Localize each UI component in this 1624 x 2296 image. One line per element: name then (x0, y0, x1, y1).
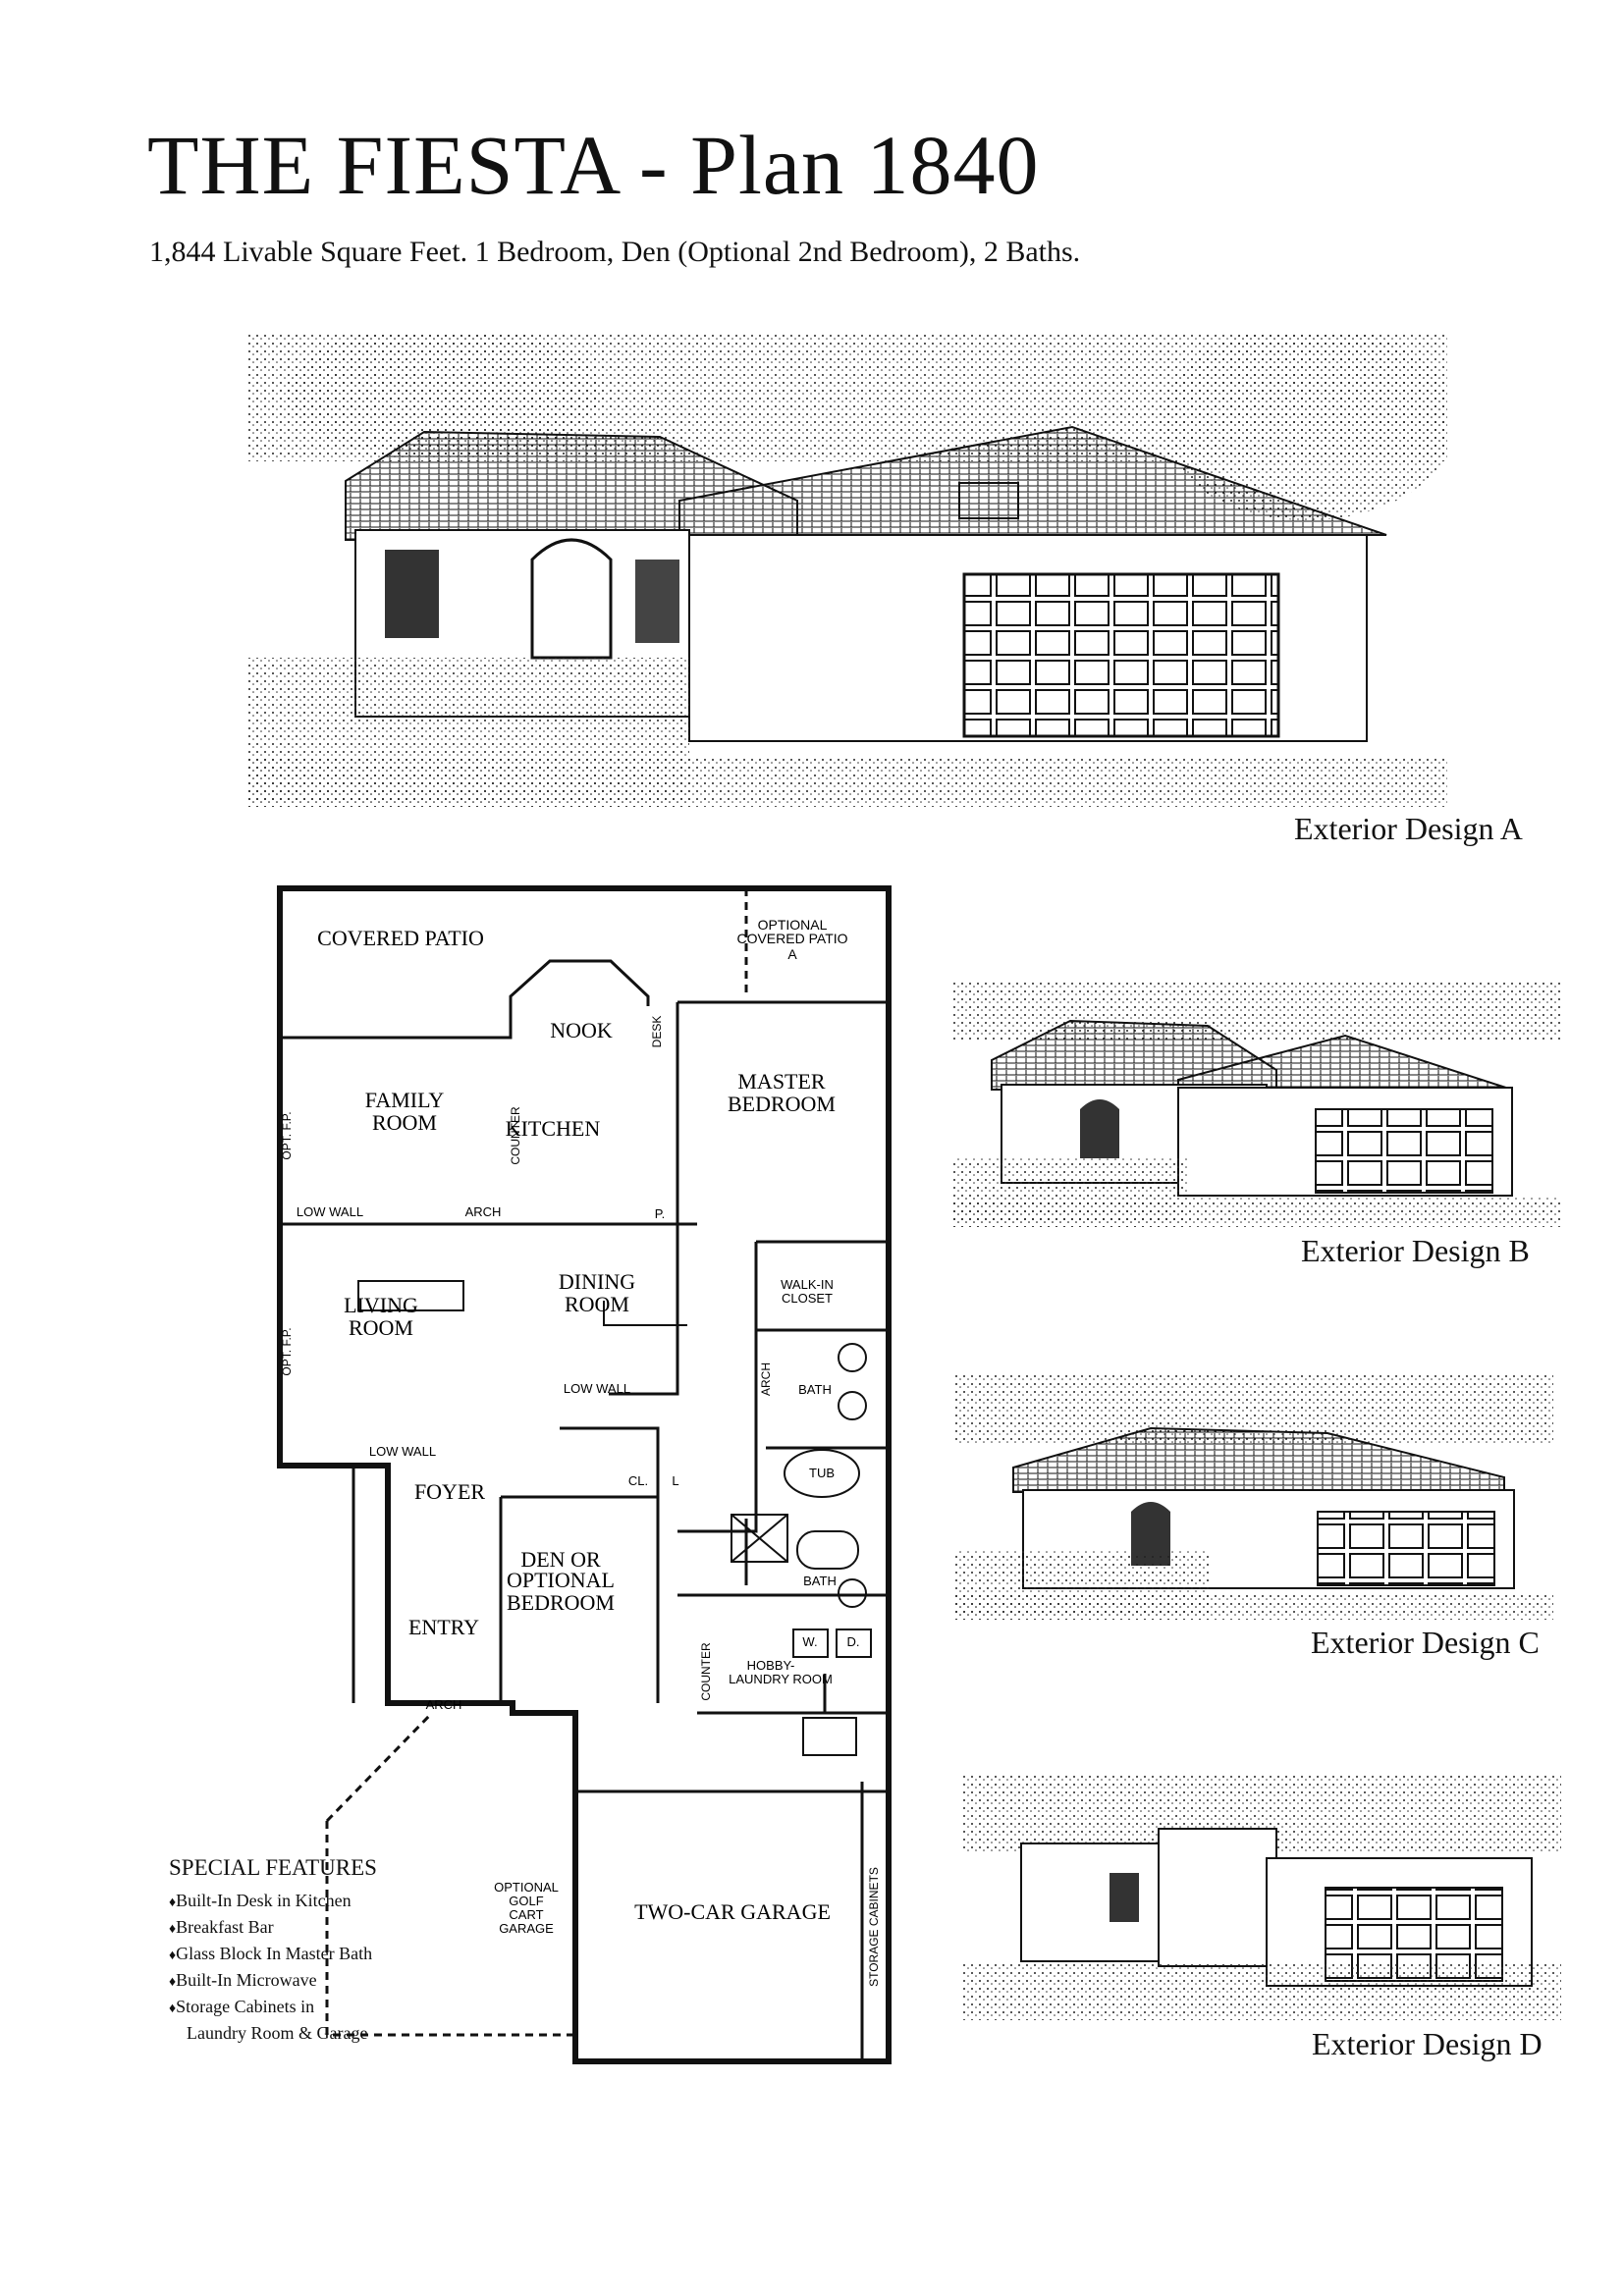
feature-item: Built-In Desk in Kitchen (169, 1889, 377, 1915)
room-golf-line4: GARAGE (499, 1921, 554, 1936)
page-title: THE FIESTA - Plan 1840 (147, 118, 1040, 212)
feature-item: Breakfast Bar (169, 1915, 377, 1942)
feature-item: Glass Block In Master Bath (169, 1942, 377, 1968)
exterior-c-caption: Exterior Design C (1311, 1625, 1540, 1660)
room-entry: ENTRY (408, 1615, 479, 1639)
label-opt-fp-1: OPT. F.P. (280, 1111, 294, 1159)
room-golf-line3: CART (509, 1907, 543, 1922)
label-tub: TUB (809, 1466, 835, 1480)
room-dining-line2: ROOM (565, 1292, 629, 1316)
special-features-heading: SPECIAL FEATURES (169, 1855, 377, 1880)
room-master-line1: MASTER (737, 1069, 826, 1094)
label-linen: L (672, 1473, 678, 1488)
feature-item: Storage Cabinets in Laundry Room & Garage (169, 1995, 377, 2046)
label-low-wall-3: LOW WALL (369, 1444, 436, 1459)
label-arch-2: ARCH (759, 1362, 773, 1396)
special-features-list: Built-In Desk in Kitchen Breakfast Bar G… (169, 1889, 377, 2046)
exterior-b-caption: Exterior Design B (1301, 1233, 1530, 1268)
exterior-a-rendering (247, 334, 1447, 807)
room-bath-1: BATH (798, 1382, 832, 1397)
label-washer: W. (802, 1634, 817, 1649)
exterior-d-rendering (962, 1775, 1561, 2020)
room-den-line2: OPTIONAL (507, 1568, 615, 1592)
room-hobby-laundry-line1: HOBBY- (747, 1658, 795, 1673)
room-hobby-laundry-line2: LAUNDRY ROOM (729, 1672, 833, 1686)
room-kitchen: KITCHEN (506, 1116, 601, 1141)
room-den-line1: DEN OR (520, 1547, 601, 1572)
room-optional-covered-patio-line3: A (787, 946, 797, 962)
exterior-b-rendering (952, 982, 1561, 1227)
feature-item-text: Storage Cabinets in (176, 1997, 315, 2016)
floor-plan: COVERED PATIO OPTIONAL COVERED PATIO A N… (277, 885, 892, 2064)
room-optional-covered-patio-line2: COVERED PATIO (736, 931, 847, 946)
room-walk-in-closet-line2: CLOSET (782, 1291, 833, 1306)
feature-item: Built-In Microwave (169, 1968, 377, 1995)
exterior-a-caption: Exterior Design A (1294, 811, 1523, 846)
label-closet: CL. (628, 1473, 648, 1488)
exterior-c-rendering (954, 1374, 1553, 1620)
room-family-line1: FAMILY (365, 1088, 445, 1112)
label-counter-1: COUNTER (509, 1106, 522, 1165)
room-two-car-garage: TWO-CAR GARAGE (634, 1899, 831, 1924)
page-subtitle: 1,844 Livable Square Feet. 1 Bedroom, De… (149, 236, 1081, 268)
label-opt-fp-2: OPT. F.P. (280, 1327, 294, 1375)
label-desk: DESK (650, 1016, 664, 1048)
feature-item-continuation: Laundry Room & Garage (187, 2023, 368, 2043)
room-walk-in-closet-line1: WALK-IN (781, 1277, 834, 1292)
label-counter-2: COUNTER (699, 1642, 713, 1701)
room-optional-covered-patio-line1: OPTIONAL (758, 917, 828, 933)
room-living-line1: LIVING (344, 1293, 418, 1317)
room-dining-line1: DINING (559, 1269, 635, 1294)
label-arch-3: ARCH (426, 1697, 462, 1712)
label-storage-cabinets: STORAGE CABINETS (867, 1867, 881, 1987)
room-den-line3: BEDROOM (507, 1590, 615, 1615)
label-arch-1: ARCH (465, 1204, 502, 1219)
room-master-line2: BEDROOM (728, 1092, 836, 1116)
label-low-wall-1: LOW WALL (297, 1204, 363, 1219)
special-features: SPECIAL FEATURES Built-In Desk in Kitche… (169, 1855, 377, 2046)
room-family-line2: ROOM (372, 1110, 437, 1135)
room-living-line2: ROOM (349, 1315, 413, 1340)
label-low-wall-2: LOW WALL (564, 1381, 630, 1396)
label-dryer: D. (847, 1634, 860, 1649)
room-nook: NOOK (550, 1018, 613, 1042)
exterior-d-caption: Exterior Design D (1312, 2026, 1543, 2061)
label-p: P. (655, 1206, 666, 1221)
room-foyer: FOYER (414, 1479, 485, 1504)
room-bath-2: BATH (803, 1574, 837, 1588)
room-covered-patio: COVERED PATIO (317, 926, 484, 950)
room-golf-line1: OPTIONAL (494, 1880, 559, 1895)
room-golf-line2: GOLF (509, 1894, 543, 1908)
